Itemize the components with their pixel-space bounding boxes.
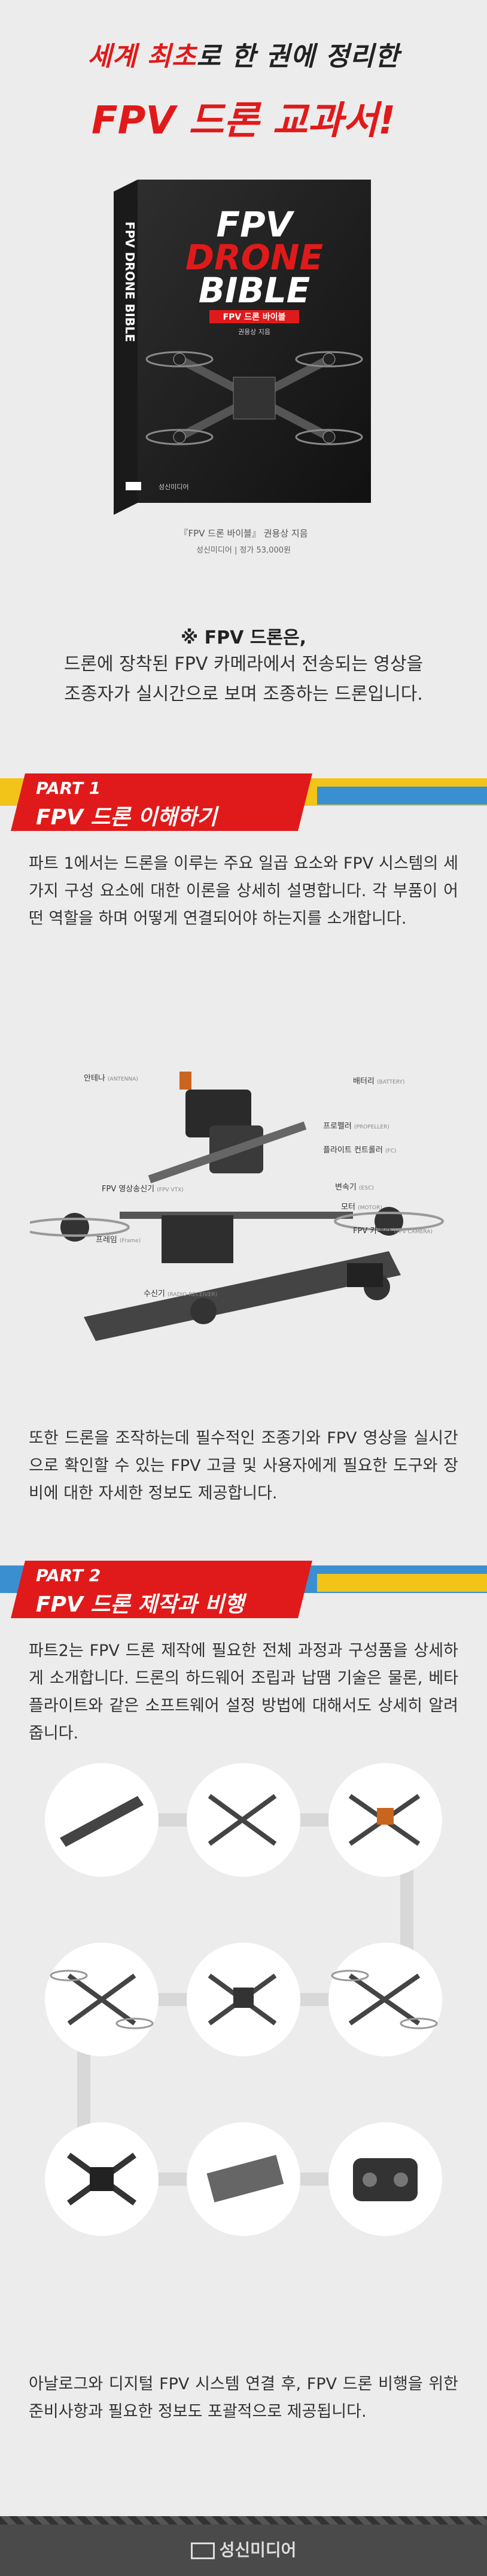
label-receiver: 수신기 (RADIO RECEIVER) [144, 1289, 218, 1298]
footer [0, 2516, 487, 2576]
label-propeller: 프로펠러 (PROPELLER) [323, 1122, 389, 1131]
book-caption: 『FPV 드론 바이블』 권용상 지음 [179, 528, 308, 539]
headline-rest: 로 한 권에 정리한 [196, 41, 400, 72]
label-camera: FPV 카메라 (FPV CAMERA) [353, 1227, 433, 1236]
step-3 [328, 1763, 442, 1877]
fpv-camera-icon [347, 1263, 383, 1287]
frame-icon [84, 1251, 401, 1341]
part2-body1: 파트2는 FPV 드론 제작에 필요한 전체 과정과 구성품을 상세하게 소개합… [29, 1642, 458, 1743]
part2-body2: 아날로그와 디지털 FPV 시스템 연결 후, FPV 드론 비행을 위한 준비… [29, 2375, 458, 2421]
label-motor: 모터 (MOTOR) [341, 1203, 382, 1212]
label-esc: 변속기 (ESC) [335, 1183, 374, 1192]
label-fc: 플라이트 컨트롤러 (FC) [323, 1146, 397, 1155]
footer-stripes [0, 2516, 487, 2525]
part1-body1: 파트 1에서는 드론을 이루는 주요 일곱 요소와 FPV 시스템의 세 가지 … [29, 854, 458, 928]
part1-blue-band [317, 787, 487, 805]
label-frame: 프레임 (Frame) [96, 1236, 141, 1245]
label-antenna: 안테나 (ANTENNA) [84, 1074, 138, 1083]
label-battery: 배터리 (BATTERY) [353, 1077, 405, 1086]
flight-controller-icon [162, 1215, 233, 1263]
step-1 [45, 1763, 159, 1877]
publisher-mark: 성신미디어 [159, 483, 189, 491]
intro-body: 드론에 장착된 FPV 카메라에서 전송되는 영상을 조종자가 실시간으로 보며… [30, 650, 457, 709]
cover-author: 권용상 지음 [238, 328, 270, 336]
book-price: 성신미디어 | 정가 53,000원 [196, 546, 291, 555]
cover-drone-icon [145, 351, 363, 445]
part1-body2: 또한 드론을 조작하는데 필수적인 조종기와 FPV 영상을 실시간으로 확인할… [29, 1429, 458, 1503]
step-6 [328, 1943, 442, 2056]
publisher-logo-icon [190, 2542, 215, 2559]
step-7 [45, 2122, 159, 2236]
intro-line2: 조종자가 실시간으로 보며 조종하는 드론입니다. [64, 684, 423, 705]
part1-title: FPV 드론 이해하기 [36, 805, 217, 830]
headline-em: 세계 최초 [87, 41, 197, 72]
book-image: FPV DRONE BIBLE FPV DRONE BIBLE FPV 드론 바… [114, 180, 371, 515]
part1-label: PART 1 [36, 778, 101, 798]
part2-title: FPV 드론 제작과 비행 [36, 1592, 245, 1617]
cover-title2: DRONE [185, 237, 323, 278]
step-5 [187, 1943, 300, 2056]
part2-label: PART 2 [36, 1565, 101, 1585]
cover-subtitle: FPV 드론 바이블 [223, 312, 286, 322]
exploded-drone-diagram [30, 1072, 444, 1341]
part2-yellow-band [317, 1574, 487, 1592]
headline-line1: 세계 최초로 한 권에 정리한 [0, 35, 487, 73]
spine-title: FPV DRONE BIBLE [123, 222, 137, 342]
step-9-controller-icon [328, 2122, 442, 2236]
step-4 [45, 1943, 159, 2056]
intro-title: ※ FPV 드론은, [181, 627, 306, 648]
label-vtx: FPV 영상송신기 (FPV VTX) [102, 1185, 184, 1194]
intro-line1: 드론에 장착된 FPV 카메라에서 전송되는 영상을 [63, 654, 424, 675]
motor-icon [60, 1213, 89, 1242]
publisher-logo: 성신미디어 [0, 2537, 487, 2561]
headline-line2: FPV 드론 교과서! [91, 99, 396, 143]
step-8 [187, 2122, 300, 2236]
cover-title1: FPV [216, 204, 294, 245]
step-2 [187, 1763, 300, 1877]
build-steps-diagram [45, 1763, 442, 2236]
cover-title3: BIBLE [199, 270, 311, 311]
